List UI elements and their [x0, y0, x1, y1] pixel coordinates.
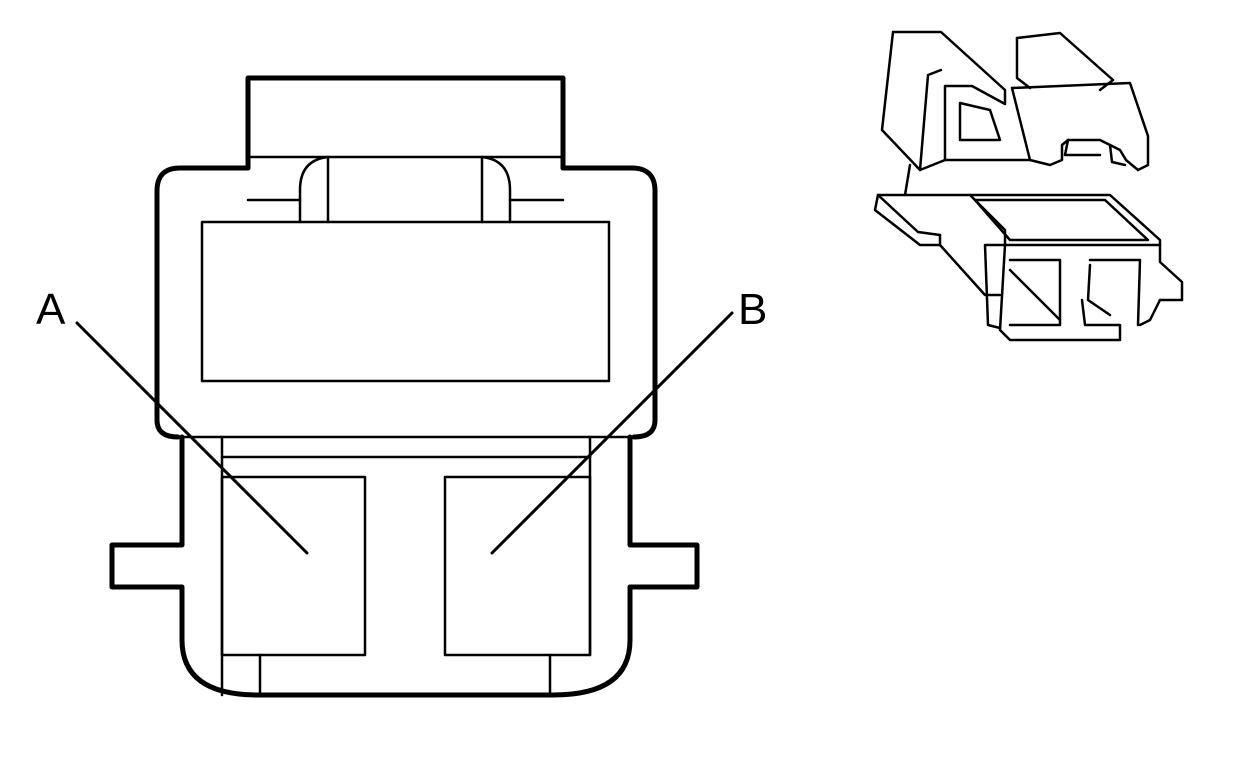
- upper-inner-details: [200, 155, 611, 383]
- connector-front-view: [75, 75, 734, 698]
- terminal-cavity-a: [220, 475, 367, 657]
- iso-latch-part: [880, 30, 1150, 172]
- latch-window: [200, 220, 611, 383]
- upper-housing-outline: [154, 165, 658, 440]
- connector-isometric-view: [873, 30, 1184, 342]
- terminal-cavity-b: [443, 475, 592, 657]
- lower-housing-outline: [109, 434, 700, 698]
- top-lock-tab: [245, 75, 566, 171]
- callout-label-a: A: [36, 285, 66, 334]
- lower-inner-details: [180, 435, 632, 697]
- callout-label-b: B: [738, 285, 767, 334]
- leader-line-a: [75, 321, 309, 555]
- iso-housing-part: [873, 163, 1184, 342]
- leader-line-b: [490, 311, 734, 555]
